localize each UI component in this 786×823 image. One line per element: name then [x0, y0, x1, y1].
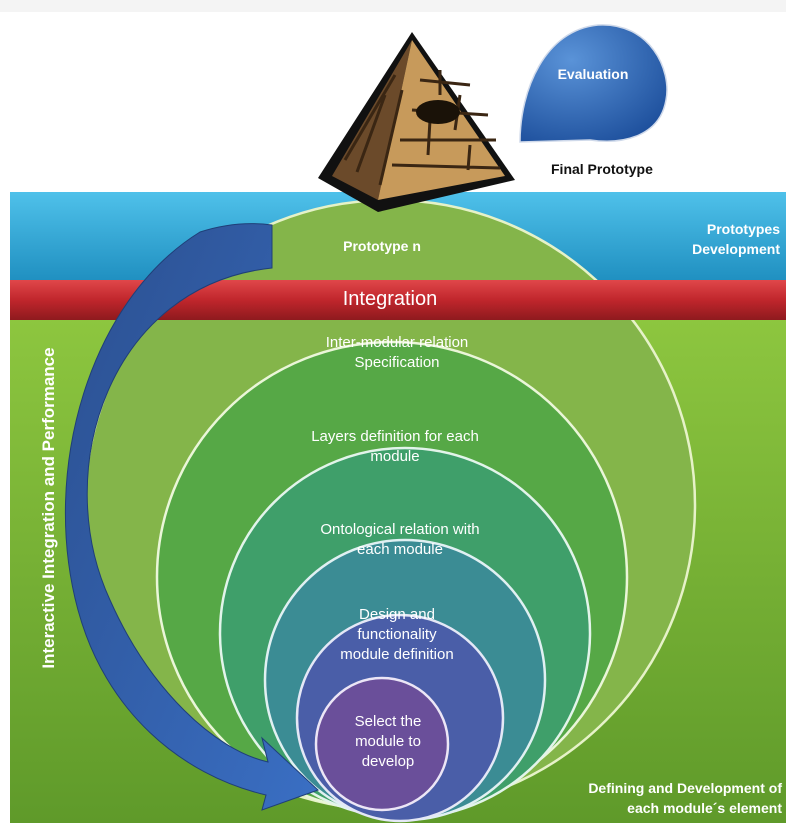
iteration-arrow	[64, 223, 319, 811]
pyramid-icon	[318, 32, 515, 212]
circle-label-select-module: Select the module to develop	[354, 713, 422, 770]
evaluation-bubble	[519, 24, 668, 143]
defining-development-label: Defining and Development of each module´…	[588, 780, 782, 816]
circle-label-design-functionality: Design and functionality module definiti…	[340, 606, 454, 663]
circle-select-module	[314, 676, 450, 812]
top-strip	[0, 0, 786, 12]
evaluation-label: Evaluation	[557, 66, 629, 82]
prototype-n-label: Prototype n	[343, 238, 421, 254]
prototypes-development-label: Prototypes Development	[692, 221, 780, 257]
circle-label-inter-modular: Inter-modular relation Specification	[325, 334, 469, 371]
circle-label-ontological-relation: Ontological relation with each module	[320, 521, 480, 558]
integration-label: Integration	[342, 288, 438, 310]
final-prototype-label: Final Prototype	[551, 161, 653, 177]
circle-label-layers-definition: Layers definition for each module	[311, 428, 479, 465]
interactive-integration-label: Interactive Integration and Performance	[39, 347, 58, 669]
